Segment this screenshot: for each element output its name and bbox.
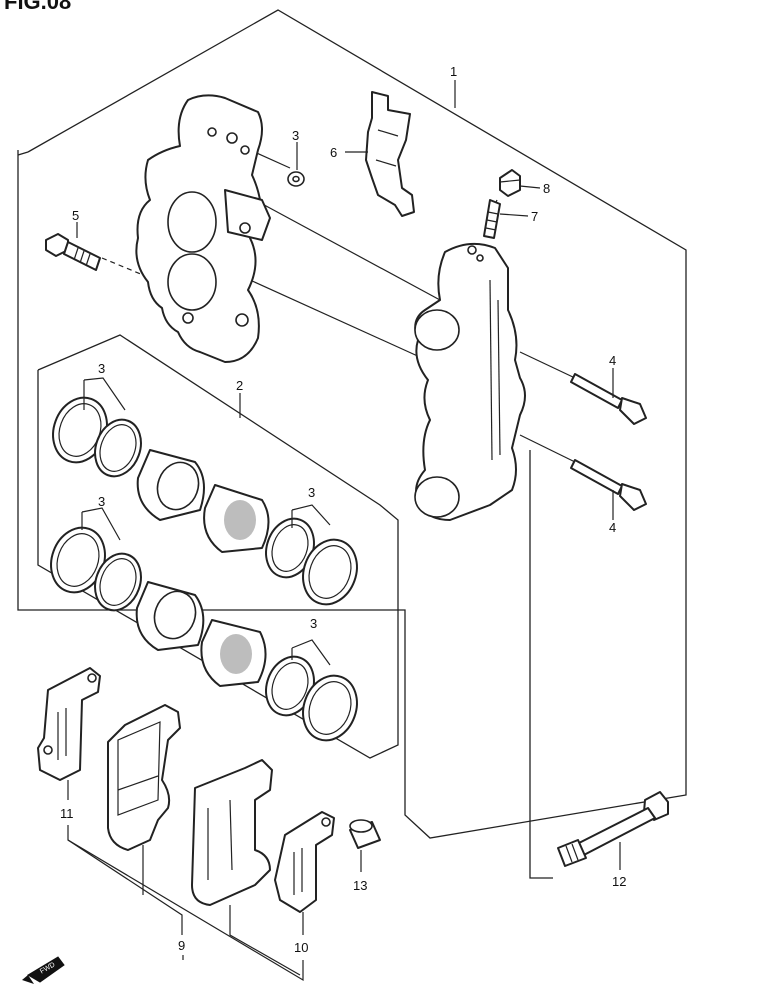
callout-6: 6 bbox=[330, 145, 337, 160]
bolt-12-guide bbox=[529, 450, 553, 879]
washer-part-3-top bbox=[287, 171, 305, 187]
callout-11: 11 bbox=[60, 806, 74, 821]
callout-4-lower: 4 bbox=[609, 520, 616, 535]
callout-3-top: 3 bbox=[292, 128, 299, 143]
caliper-housing-right bbox=[414, 242, 526, 521]
brake-pad-part-9-rear bbox=[191, 759, 273, 906]
callout-8: 8 bbox=[543, 181, 550, 196]
bleeder-cap-part-8 bbox=[499, 169, 521, 197]
callout-3-upper-right: 3 bbox=[308, 485, 315, 500]
pad-shim-part-10 bbox=[274, 811, 335, 913]
bushing-part-13 bbox=[349, 819, 381, 849]
callout-labels: 1 2 3 3 3 3 3 4 4 5 6 7 8 9 10 11 12 13 bbox=[60, 64, 626, 955]
bolt-part-4-upper bbox=[570, 373, 647, 425]
callout-4-upper: 4 bbox=[609, 353, 616, 368]
figure-title: FIG.08 bbox=[4, 0, 71, 14]
callout-3-lower-right: 3 bbox=[310, 616, 317, 631]
callout-13: 13 bbox=[353, 878, 367, 893]
leader-lines bbox=[67, 80, 621, 982]
callout-3-lower-left: 3 bbox=[98, 494, 105, 509]
pad-spring-part-6 bbox=[365, 91, 415, 217]
pad-shim-part-11 bbox=[37, 667, 101, 781]
piston-kit-outline bbox=[37, 334, 399, 759]
bolt-part-12 bbox=[557, 791, 669, 867]
alignment-lines bbox=[101, 149, 576, 463]
callout-7: 7 bbox=[531, 209, 538, 224]
callout-3-upper-left: 3 bbox=[98, 361, 105, 376]
callout-12: 12 bbox=[612, 874, 626, 889]
caliper-bolt-part-5 bbox=[45, 233, 101, 271]
caliper-housing-left bbox=[135, 94, 271, 363]
seal-rings-and-pistons bbox=[50, 396, 358, 742]
bleeder-valve-part-7 bbox=[483, 199, 501, 239]
callout-10: 10 bbox=[294, 940, 308, 955]
callout-2: 2 bbox=[236, 378, 243, 393]
forward-direction-badge: FWD bbox=[22, 956, 65, 984]
brake-pad-part-9-front bbox=[107, 704, 181, 851]
callout-5: 5 bbox=[72, 208, 79, 223]
callout-9: 9 bbox=[178, 938, 185, 953]
callout-1: 1 bbox=[450, 64, 457, 79]
bolt-part-4-lower bbox=[570, 459, 647, 511]
